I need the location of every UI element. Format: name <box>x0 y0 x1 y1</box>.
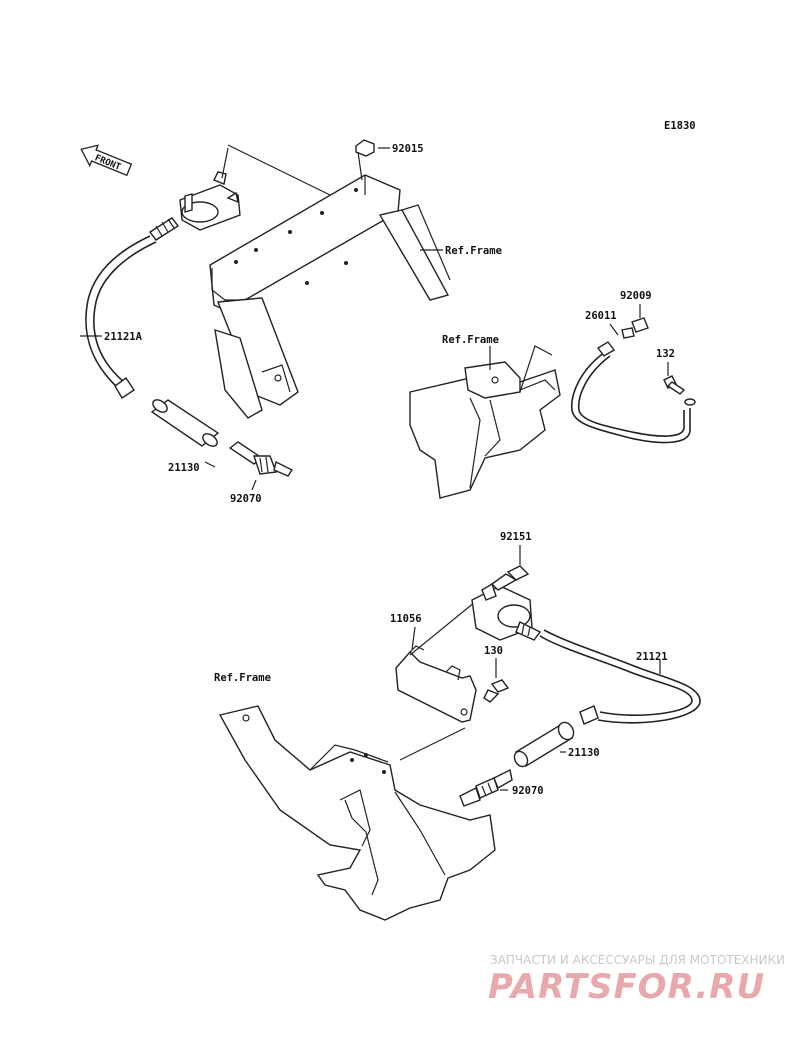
label-92015: 92015 <box>392 143 424 155</box>
label-21130-top: 21130 <box>168 462 200 474</box>
bolt-130 <box>483 679 510 703</box>
ground-cable <box>570 341 696 444</box>
label-130: 130 <box>484 645 503 657</box>
bottom-frame <box>218 705 496 921</box>
label-92070-top: 92070 <box>230 493 262 505</box>
label-21121a: 21121A <box>104 331 143 343</box>
middle-frame <box>409 345 561 499</box>
bolt-132 <box>663 362 686 395</box>
label-92151: 92151 <box>500 531 532 543</box>
diagram-code: E1830 <box>664 120 696 132</box>
ht-lead-top <box>85 235 151 389</box>
label-21130-bottom: 21130 <box>568 747 600 759</box>
label-132: 132 <box>656 348 675 360</box>
bolt-26011 <box>621 327 635 339</box>
nut-92015 <box>355 139 375 181</box>
label-ref-frame-3: Ref.Frame <box>214 672 271 684</box>
top-frame-bracket <box>209 174 451 419</box>
label-ref-frame-2: Ref.Frame <box>442 334 499 346</box>
coil-leader-top <box>221 147 229 179</box>
ht-lead-bottom <box>539 635 693 717</box>
watermark-tagline: ЗАПЧАСТИ И АКСЕССУАРЫ ДЛЯ МОТОТЕХНИКИ <box>490 953 785 967</box>
washer-92009 <box>631 317 649 333</box>
watermark-logo: PARTSFOR.RU <box>488 967 765 1007</box>
label-26011: 26011 <box>585 310 617 322</box>
plug-cap-top <box>150 399 220 447</box>
label-21121: 21121 <box>636 651 668 663</box>
label-92070-bottom: 92070 <box>512 785 544 797</box>
label-92009: 92009 <box>620 290 652 302</box>
label-ref-frame-1: Ref.Frame <box>445 245 502 257</box>
bolt-92151 <box>490 565 530 591</box>
spark-plug-bottom <box>459 768 513 807</box>
ignition-coil-bottom <box>471 582 542 641</box>
bracket-11056 <box>395 645 477 723</box>
spark-plug-top <box>228 441 294 477</box>
front-arrow-icon: FRONT <box>80 144 133 177</box>
plug-cap-bottom <box>513 721 575 768</box>
label-11056: 11056 <box>390 613 422 625</box>
ignition-coil-top <box>148 171 241 241</box>
